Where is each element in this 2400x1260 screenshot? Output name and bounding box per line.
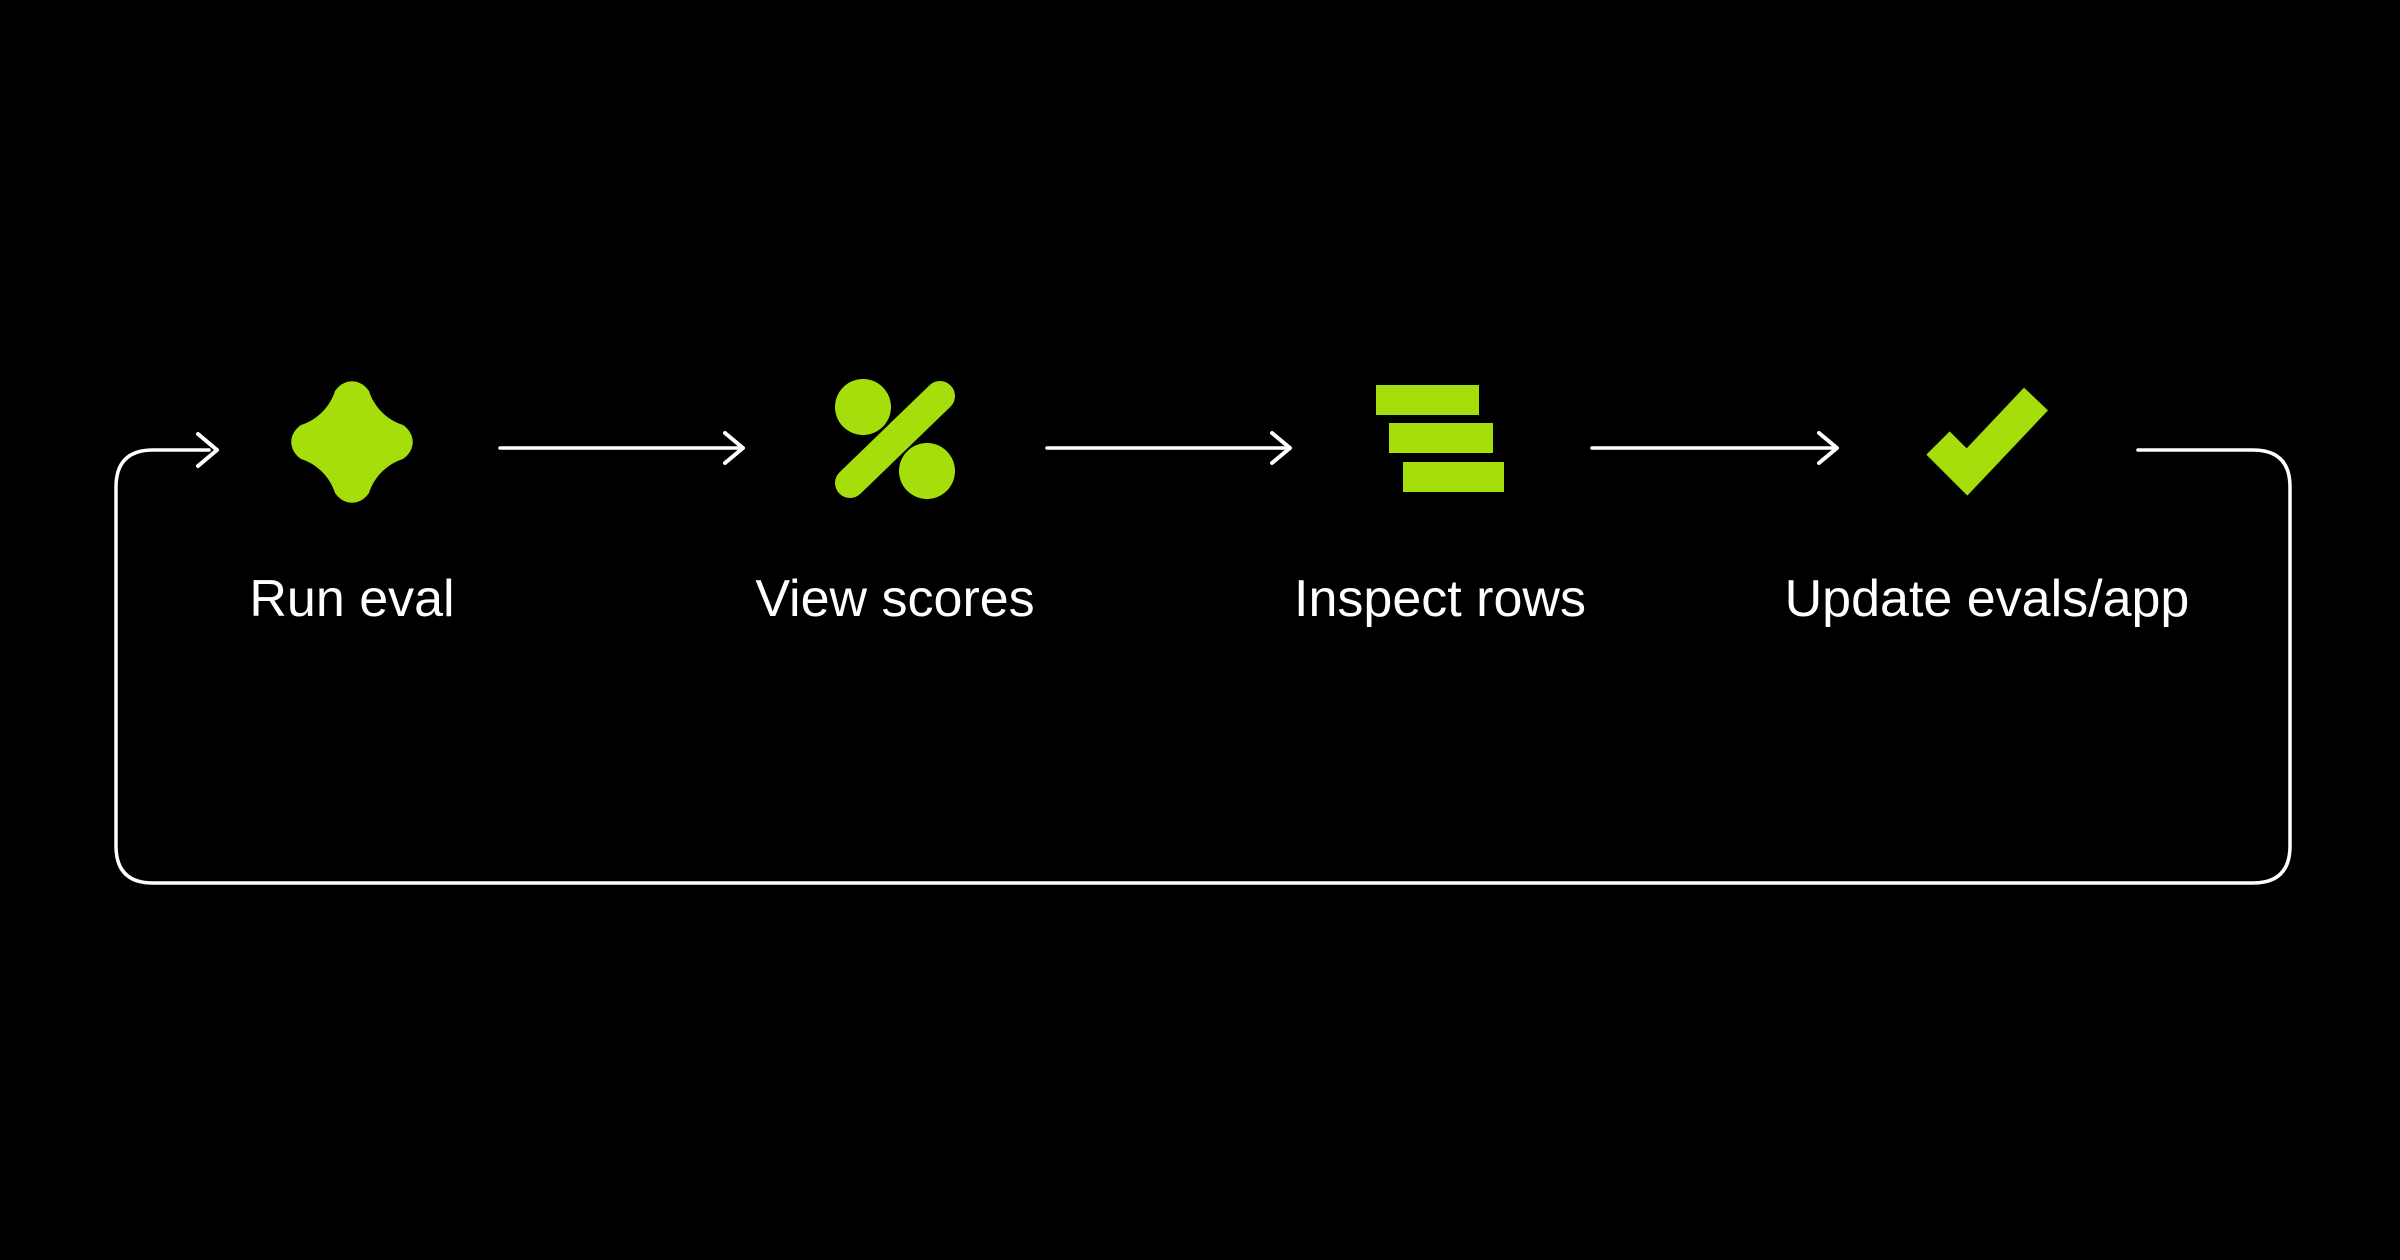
step-label: Inspect rows bbox=[1294, 570, 1586, 628]
loop-back-line bbox=[114, 448, 2292, 885]
step-view-scores: View scores bbox=[675, 379, 1115, 679]
check-icon bbox=[1926, 387, 2048, 496]
arrowhead-icon-1 bbox=[723, 431, 745, 465]
step-icon-wrap bbox=[1220, 379, 1660, 503]
step-inspect-rows: Inspect rows bbox=[1220, 379, 1660, 679]
step-update-evals: Update evals/app bbox=[1767, 379, 2207, 679]
arrowhead-icon-2 bbox=[1270, 431, 1292, 465]
step-label: Run eval bbox=[249, 570, 455, 628]
step-run-eval: Run eval bbox=[132, 379, 572, 679]
loop-arrowhead-icon bbox=[196, 432, 219, 468]
step-icon-wrap bbox=[132, 379, 572, 503]
step-label: View scores bbox=[755, 570, 1035, 628]
percent-icon bbox=[835, 379, 955, 499]
arrowhead-icon-3 bbox=[1817, 431, 1839, 465]
step-icon-wrap bbox=[1767, 379, 2207, 503]
rows-icon bbox=[1376, 385, 1504, 492]
step-icon-wrap bbox=[675, 379, 1115, 503]
sparkle-icon bbox=[291, 381, 413, 503]
step-label: Update evals/app bbox=[1784, 570, 2190, 628]
